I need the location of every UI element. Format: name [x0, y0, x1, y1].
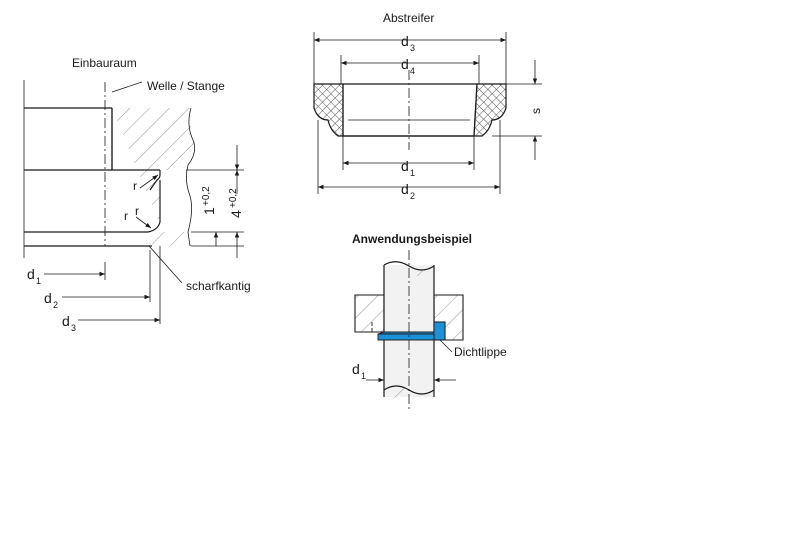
application-example-drawing	[354, 250, 464, 410]
wiper-drawing	[313, 32, 542, 194]
svg-text:1: 1	[410, 168, 415, 178]
installation-space-drawing	[23, 80, 244, 324]
seal-lip-right	[433, 321, 446, 341]
s-label: s	[529, 108, 543, 114]
svg-text:d: d	[44, 290, 52, 306]
wiper-section-right	[473, 83, 507, 137]
shaft-label: Welle / Stange	[147, 79, 225, 93]
example-title: Anwendungsbeispiel	[352, 232, 472, 246]
top-d4-label: d 4	[401, 56, 415, 76]
left-d3-label: d 3	[62, 313, 76, 333]
svg-text:3: 3	[71, 323, 76, 333]
wiper-title: Abstreifer	[383, 11, 434, 25]
left-d1-label: d 1	[27, 266, 41, 286]
svg-text:d: d	[352, 361, 360, 377]
seal-lip-label: Dichtlippe	[454, 345, 507, 359]
wiper-section-left	[313, 83, 344, 137]
svg-text:1: 1	[201, 207, 217, 215]
housing-section	[112, 108, 196, 246]
radius-label-lower-b: r	[135, 204, 139, 218]
svg-text:3: 3	[410, 43, 415, 53]
svg-text:d: d	[401, 181, 409, 197]
radius-label-upper: r	[133, 179, 137, 193]
svg-text:4: 4	[410, 66, 415, 76]
svg-text:1: 1	[361, 371, 366, 381]
seal-ring	[377, 333, 435, 341]
svg-text:s: s	[529, 108, 543, 114]
svg-text:d: d	[27, 266, 35, 282]
svg-text:2: 2	[410, 191, 415, 201]
top-d3-label: d 3	[401, 33, 415, 53]
svg-text:4: 4	[228, 210, 244, 218]
top-d2-label: d 2	[401, 181, 415, 201]
radius-label-lower-a: r	[124, 209, 128, 223]
svg-text:d: d	[401, 56, 409, 72]
left-d2-label: d 2	[44, 290, 58, 310]
svg-text:+0,2: +0,2	[201, 186, 212, 206]
install-space-label: Einbauraum	[72, 56, 137, 70]
svg-text:d: d	[401, 158, 409, 174]
example-d1-label: d 1	[352, 361, 366, 381]
svg-text:d: d	[401, 33, 409, 49]
svg-text:1: 1	[36, 276, 41, 286]
svg-text:2: 2	[53, 300, 58, 310]
example-housing-left	[354, 294, 385, 333]
dim-4-label: 4 +0,2	[228, 188, 244, 218]
sharp-edge-label: scharfkantig	[186, 279, 251, 293]
dim-1-label: 1 +0,2	[201, 186, 217, 215]
shaft-break-bottom	[384, 386, 409, 398]
shaft-break-top	[409, 266, 434, 276]
top-d1-label: d 1	[401, 158, 415, 178]
svg-text:d: d	[62, 313, 70, 329]
svg-text:+0,2: +0,2	[228, 188, 239, 208]
